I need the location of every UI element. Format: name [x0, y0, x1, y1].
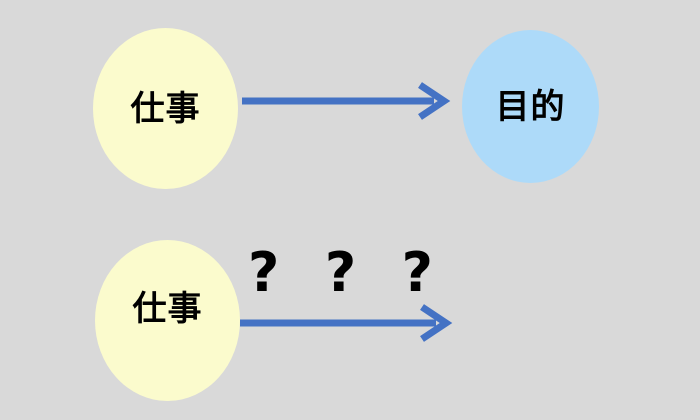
arrow-work-to-nowhere[interactable]: [236, 300, 466, 346]
question-mark-annotation: ? ? ?: [248, 240, 433, 306]
question-mark-3: ?: [401, 241, 433, 304]
arrow-work-to-purpose[interactable]: [238, 78, 458, 124]
node-work-bottom[interactable]: 仕事: [95, 240, 240, 401]
node-purpose-label: 目的: [495, 86, 566, 127]
node-work-bottom-label: 仕事: [132, 288, 203, 329]
question-mark-2: ?: [324, 241, 357, 304]
arrow-bottom-shape: [240, 304, 453, 342]
question-mark-1: ?: [248, 241, 280, 304]
arrow-top-shape: [242, 82, 451, 120]
node-purpose[interactable]: 目的: [462, 30, 599, 183]
node-work-top[interactable]: 仕事: [93, 28, 238, 189]
node-work-top-label: 仕事: [130, 88, 201, 129]
